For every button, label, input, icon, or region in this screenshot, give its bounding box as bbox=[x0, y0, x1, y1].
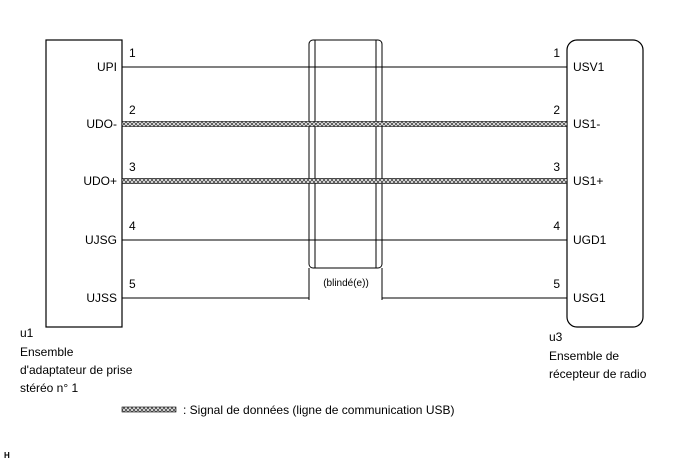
right-pin-number: 5 bbox=[553, 277, 560, 291]
right-component-id: u3 bbox=[549, 330, 563, 344]
left-caption-line-2: d'adaptateur de prise bbox=[20, 363, 133, 377]
right-caption-line-2: récepteur de radio bbox=[549, 367, 647, 381]
left-pin-label: UJSG bbox=[85, 233, 117, 247]
legend-swatch bbox=[121, 406, 177, 413]
signal-wire bbox=[121, 121, 568, 127]
left-pin-label: UJSS bbox=[86, 291, 117, 305]
signal-wire bbox=[121, 178, 568, 184]
right-pin-label: USV1 bbox=[573, 60, 605, 74]
shield: (blindé(e)) bbox=[308, 39, 383, 300]
right-pin-label: US1+ bbox=[573, 174, 603, 188]
right-pin-number: 3 bbox=[553, 160, 560, 174]
corner-mark: H bbox=[4, 451, 10, 460]
right-pin-number: 4 bbox=[553, 219, 560, 233]
left-component-id: u1 bbox=[20, 326, 34, 340]
left-pin-number: 1 bbox=[129, 46, 136, 60]
left-pin-label: UDO+ bbox=[83, 174, 117, 188]
left-caption-line-3: stéréo n° 1 bbox=[20, 381, 78, 395]
left-connector-box bbox=[45, 39, 123, 328]
right-pin-label: UGD1 bbox=[573, 233, 607, 247]
left-pin-number: 4 bbox=[129, 219, 136, 233]
left-pin-number: 2 bbox=[129, 103, 136, 117]
left-pin-number: 5 bbox=[129, 277, 136, 291]
right-caption-line-1: Ensemble de bbox=[549, 349, 619, 363]
left-pin-label: UDO- bbox=[86, 117, 117, 131]
shield-label: (blindé(e)) bbox=[323, 278, 369, 289]
left-caption-line-1: Ensemble bbox=[20, 345, 74, 359]
right-pin-label: USG1 bbox=[573, 291, 606, 305]
left-pin-number: 3 bbox=[129, 160, 136, 174]
right-pin-number: 2 bbox=[553, 103, 560, 117]
right-pin-number: 1 bbox=[553, 46, 560, 60]
legend-text: : Signal de données (ligne de communicat… bbox=[183, 403, 455, 417]
left-pin-label: UPI bbox=[97, 60, 117, 74]
right-pin-label: US1- bbox=[573, 117, 600, 131]
